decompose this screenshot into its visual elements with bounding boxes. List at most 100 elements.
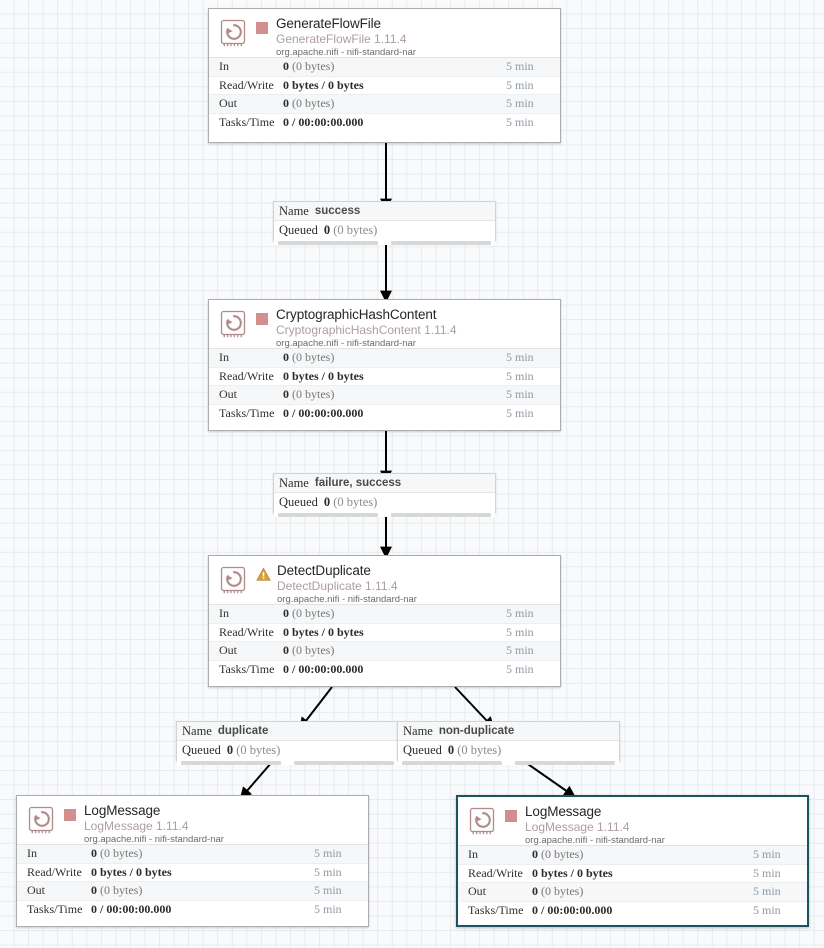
edge-detect-to-duplicate[interactable] (299, 686, 333, 730)
stat-row-out-label: Out (27, 883, 45, 898)
stat-row-tasks-time-value: 0 / 00:00:00.000 (532, 903, 753, 918)
stat-row-read-write-value: 0 bytes / 0 bytes (91, 865, 314, 880)
connection-queue-count-bar (402, 761, 503, 765)
stat-row-read-write-value: 0 bytes / 0 bytes (283, 78, 506, 93)
processor-type: CryptographicHashContent 1.11.4 (276, 323, 457, 338)
stat-row-read-write-count: 0 bytes / 0 bytes (283, 368, 364, 383)
stat-row-read-write-count: 0 bytes / 0 bytes (283, 624, 364, 639)
stop-square-icon[interactable] (256, 313, 268, 325)
connection-bar-gap (378, 241, 391, 245)
connection-progress-bars (398, 760, 619, 765)
connection-name-value: duplicate (217, 725, 269, 737)
stat-row-read-write: Read/Write 0 bytes / 0 bytes 5 min (209, 623, 560, 642)
stat-row-out-window: 5 min (753, 884, 781, 899)
stat-row-read-write-window: 5 min (314, 864, 342, 879)
stat-row-read-write-label: Read/Write (219, 368, 274, 383)
stat-row-out-count: 0 (532, 884, 538, 899)
stat-row-in-size: (0 bytes) (97, 846, 143, 861)
processor-icon (219, 310, 249, 340)
processor-bundle: org.apache.nifi - nifi-standard-nar (276, 337, 416, 349)
warning-triangle-icon[interactable] (256, 567, 271, 582)
processor-name: CryptographicHashContent (276, 308, 437, 322)
processor-icon (468, 807, 498, 837)
stop-square-icon[interactable] (256, 22, 268, 34)
stat-row-tasks-time-value: 0 / 00:00:00.000 (283, 662, 506, 677)
connection-queue-size-bar (390, 513, 491, 517)
connection-queue-size-bar (293, 761, 394, 765)
stat-row-in-window: 5 min (753, 847, 781, 862)
connection-queued-value: 0 (0 bytes) (324, 223, 377, 238)
connection-queued-value: 0 (0 bytes) (324, 495, 377, 510)
connection-queued-key: Queued (403, 743, 442, 757)
processor-icon (219, 19, 249, 49)
stat-row-in-count: 0 (532, 847, 538, 862)
stat-row-out-label: Out (219, 387, 237, 402)
stat-row-tasks-time-count: 0 / 00:00:00.000 (283, 406, 364, 421)
stat-row-out-label: Out (219, 643, 237, 658)
processor-name: GenerateFlowFile (276, 17, 381, 31)
connection-bar-gap (502, 761, 515, 765)
stat-row-in-count: 0 (283, 59, 289, 74)
stat-row-out-size: (0 bytes) (538, 884, 584, 899)
stat-row-in-window: 5 min (506, 606, 534, 621)
stat-row-read-write-label: Read/Write (219, 77, 274, 92)
connection-queued-count: 0 (323, 495, 331, 509)
stop-square-icon[interactable] (64, 809, 76, 821)
stat-row-in-window: 5 min (506, 350, 534, 365)
stat-row-read-write-count: 0 bytes / 0 bytes (532, 865, 613, 880)
stop-square-icon[interactable] (505, 810, 517, 822)
connection-name-key: Name (182, 723, 212, 738)
stat-row-read-write-label: Read/Write (27, 864, 82, 879)
stat-row-in-size: (0 bytes) (289, 606, 335, 621)
stat-row-read-write-label: Read/Write (219, 624, 274, 639)
stat-row-out-size: (0 bytes) (289, 643, 335, 658)
stat-row-tasks-time-window: 5 min (314, 902, 342, 917)
stat-row-read-write-window: 5 min (506, 624, 534, 639)
stat-row-out-size: (0 bytes) (289, 387, 335, 402)
connection-queued-count: 0 (323, 223, 331, 237)
stat-row-out-value: 0 (0 bytes) (283, 643, 506, 658)
processor-type: GenerateFlowFile 1.11.4 (276, 32, 407, 47)
connection-bar-gap (378, 513, 391, 517)
stat-row-out-window: 5 min (506, 643, 534, 658)
edge-nondup-to-log[interactable] (524, 761, 576, 798)
stat-row-tasks-time-count: 0 / 00:00:00.000 (532, 903, 613, 918)
connection-queued-size: (0 bytes) (233, 743, 281, 757)
edge-detect-to-nondup[interactable] (454, 686, 495, 729)
edge-duplicate-to-log[interactable] (239, 761, 273, 800)
connection-queued-size: (0 bytes) (330, 495, 378, 509)
stat-row-out-count: 0 (283, 643, 289, 658)
connection-queued-value: 0 (0 bytes) (448, 743, 501, 758)
stat-row-in-label: In (219, 59, 229, 74)
connection-name-row: Name duplicate (177, 722, 398, 741)
stat-row-tasks-time-label: Tasks/Time (27, 902, 83, 917)
stat-row-out-label: Out (219, 96, 237, 111)
